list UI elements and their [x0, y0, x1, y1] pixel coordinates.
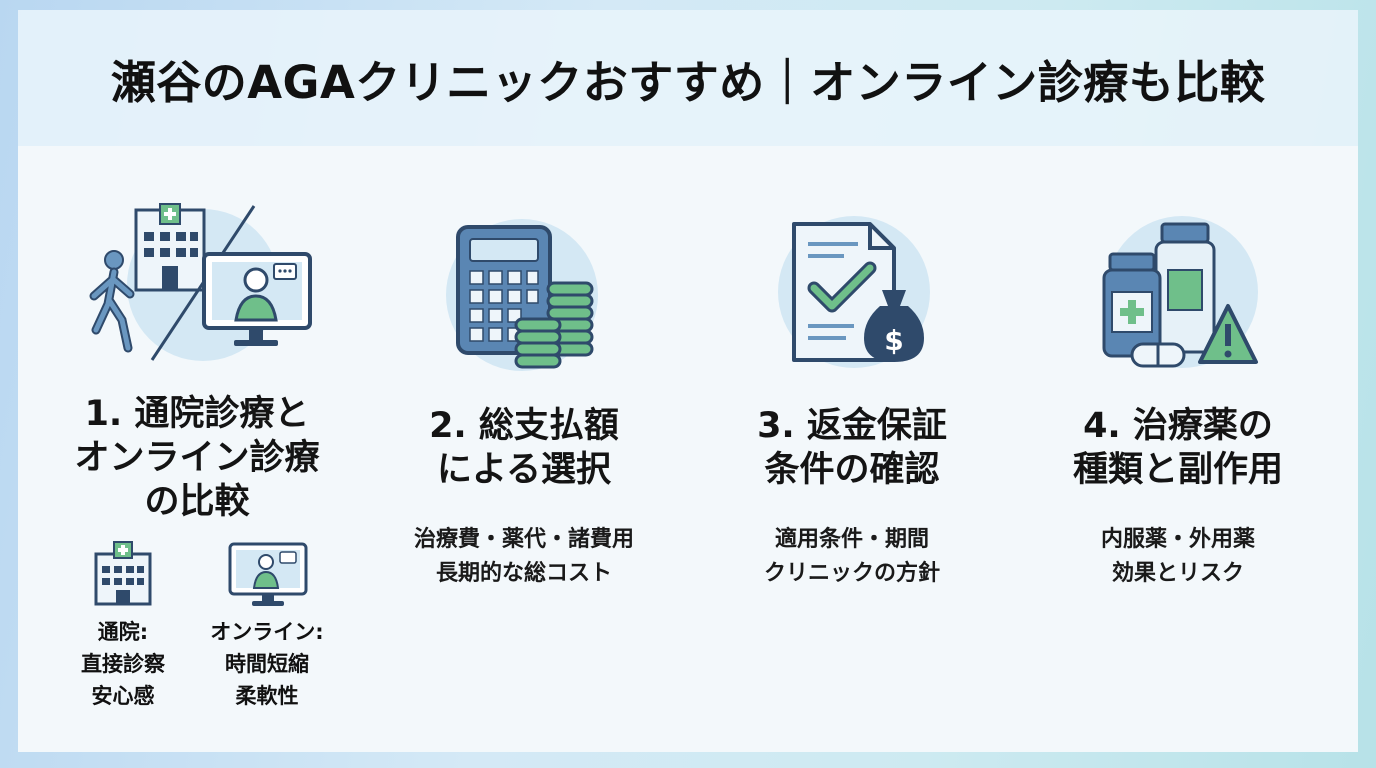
title-banner: 瀬谷のAGAクリニックおすすめ｜オンライン診療も比較 — [18, 10, 1358, 146]
svg-text:$: $ — [884, 324, 903, 357]
page-title: 瀬谷のAGAクリニックおすすめ｜オンライン診療も比較 — [110, 55, 1266, 109]
item-2-description: 治療費・薬代・諸費用 長期的な総コスト — [413, 527, 634, 586]
item-4-description: 内服薬・外用薬 効果とリスク — [1100, 527, 1255, 586]
medicine-warning-icon — [1102, 216, 1258, 368]
item-3-description: 適用条件・期間 クリニックの方針 — [763, 527, 940, 586]
hospital-telemedicine-icon — [89, 203, 312, 361]
in-person-summary: 通院: 直接診察 安心感 — [81, 620, 165, 708]
guarantee-document-icon: $ — [778, 216, 930, 368]
online-summary: オンライン: 時間短縮 柔軟性 — [210, 620, 324, 708]
item-4-heading: 4. 治療薬の 種類と副作用 — [1072, 406, 1283, 490]
item-2-heading: 2. 総支払額 による選択 — [429, 406, 619, 490]
calculator-coins-icon — [446, 219, 598, 371]
item-3-heading: 3. 返金保証 条件の確認 — [757, 406, 947, 490]
hospital-icon — [94, 541, 152, 606]
online-doctor-icon — [228, 542, 308, 606]
item-1-heading: 1. 通院診療と オンライン診療 の比較 — [74, 394, 320, 522]
